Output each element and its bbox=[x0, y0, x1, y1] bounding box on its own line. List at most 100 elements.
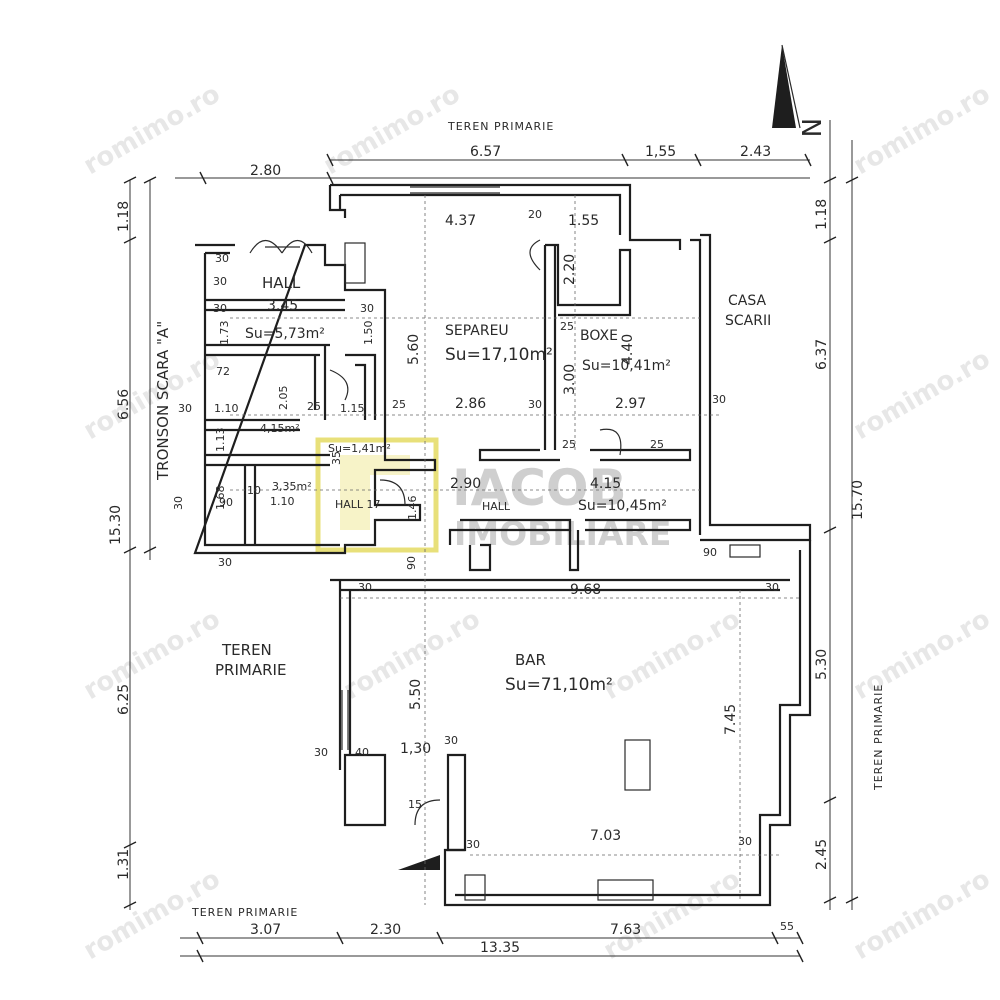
dim-label: 2.86 bbox=[455, 396, 486, 412]
dim-label: 2.45 bbox=[814, 839, 830, 870]
dim-label: 7.03 bbox=[590, 828, 621, 844]
dim-label: 3.00 bbox=[562, 364, 578, 395]
dim-label: 7.63 bbox=[610, 922, 641, 938]
dim-label: 30 bbox=[444, 734, 458, 747]
dim-label: 4.15 bbox=[590, 476, 621, 492]
dim-label: 30 bbox=[178, 402, 192, 415]
dim-label: 3.07 bbox=[250, 922, 281, 938]
watermark-text: romimo.ro bbox=[849, 604, 996, 706]
area-label: PRIMARIE bbox=[215, 661, 286, 679]
watermark-text: romimo.ro bbox=[849, 864, 996, 966]
dim-label: 4.37 bbox=[445, 213, 476, 229]
tronson-label: TRONSON SCARA "A" bbox=[154, 321, 172, 481]
watermark-text: romimo.ro bbox=[599, 604, 746, 706]
watermark-text: romimo.ro bbox=[79, 79, 226, 181]
area-label: TEREN bbox=[221, 641, 272, 659]
dim-label: 30 bbox=[172, 496, 185, 510]
dim-label: 2.20 bbox=[562, 254, 578, 285]
dim-label: 25 bbox=[562, 438, 576, 451]
room-area: Su=10,41m² bbox=[582, 358, 671, 374]
dim-label: 1.10 bbox=[214, 402, 239, 415]
watermark-text: romimo.ro bbox=[319, 79, 466, 181]
dim-label: 30 bbox=[712, 393, 726, 406]
dim-label: 30 bbox=[215, 252, 229, 265]
area-label: TEREN PRIMARIE bbox=[447, 120, 554, 133]
dim-label: 7.45 bbox=[723, 704, 739, 735]
dim-label: 1.18 bbox=[814, 199, 830, 230]
dim-label: 90 bbox=[703, 546, 717, 559]
dim-label: 1.18 bbox=[116, 201, 132, 232]
dim-label: 40 bbox=[355, 746, 369, 759]
dim-label: 5.60 bbox=[406, 334, 422, 365]
dim-label: 15 bbox=[408, 798, 422, 811]
room-name-bar: BAR bbox=[515, 651, 546, 669]
watermark-text: romimo.ro bbox=[79, 604, 226, 706]
dim-label: 30 bbox=[738, 835, 752, 848]
top-dimensions: 2.80 6.57 1,55 2.43 TEREN PRIMARIE bbox=[175, 120, 812, 185]
area-label: TEREN PRIMARIE bbox=[872, 684, 885, 791]
room-area: Su=5,73m² bbox=[245, 326, 325, 342]
room-area: Su=71,10m² bbox=[505, 675, 613, 695]
room-area: Su=17,10m² bbox=[445, 345, 553, 365]
dim-label: 1.50 bbox=[362, 321, 375, 346]
left-dimensions: 1.18 6.56 15.30 6.25 1.31 TRONSON SCARA … bbox=[108, 176, 286, 910]
dim-label: 1.73 bbox=[218, 321, 231, 346]
dim-label: 1.10 bbox=[270, 495, 295, 508]
dim-label: 1.31 bbox=[116, 849, 132, 880]
logo-text: IACOB bbox=[452, 459, 627, 517]
area-label: CASA bbox=[728, 293, 766, 309]
dim-label: 6.56 bbox=[116, 389, 132, 420]
room-area: Su=1,41m² bbox=[328, 442, 391, 455]
watermark-text: romimo.ro bbox=[599, 864, 746, 966]
bottom-dimensions: 3.07 2.30 7.63 55 13.35 TEREN PRIMARIE bbox=[180, 906, 804, 963]
room-name-boxe: BOXE bbox=[580, 328, 618, 344]
dim-label: 72 bbox=[216, 365, 230, 378]
dim-label: 9.68 bbox=[570, 582, 601, 598]
dim-label: 30 bbox=[765, 581, 779, 594]
dim-label: 2.80 bbox=[250, 163, 281, 179]
dim-label: 6.57 bbox=[470, 144, 501, 160]
dim-label: 30 bbox=[213, 275, 227, 288]
dim-label: 30 bbox=[528, 398, 542, 411]
dim-label: 30 bbox=[360, 302, 374, 315]
right-dimensions: 1.18 6.37 15.70 5.30 2.45 TEREN PRIMARIE bbox=[814, 120, 885, 910]
watermark-text: romimo.ro bbox=[849, 79, 996, 181]
dim-label: 13.35 bbox=[480, 940, 520, 956]
room-area: Su=10,45m² bbox=[578, 498, 667, 514]
dim-label: 20 bbox=[528, 208, 542, 221]
dim-label: 1,55 bbox=[645, 144, 676, 160]
dim-label: 3.45 bbox=[267, 298, 298, 314]
dim-label: 90 bbox=[405, 556, 418, 570]
room-name-separeu: SEPAREU bbox=[445, 323, 509, 339]
dim-label: 15.70 bbox=[850, 480, 866, 520]
watermark-text: romimo.ro bbox=[79, 344, 226, 446]
walls bbox=[193, 183, 812, 907]
dim-label: 55 bbox=[780, 920, 794, 933]
dim-label: 2.30 bbox=[370, 922, 401, 938]
dim-label: 6.25 bbox=[116, 684, 132, 715]
watermark-text: romimo.ro bbox=[849, 344, 996, 446]
dim-label: 1.46 bbox=[406, 496, 419, 521]
dim-label: 1.15 bbox=[340, 402, 365, 415]
north-arrow: N bbox=[772, 44, 825, 137]
dim-label: 30 bbox=[358, 581, 372, 594]
area-label: TEREN PRIMARIE bbox=[191, 906, 298, 919]
dim-label: 90 bbox=[219, 496, 233, 509]
dim-label: 6.37 bbox=[814, 339, 830, 370]
room-name-hall: HALL bbox=[262, 274, 301, 292]
dim-label: 30 bbox=[466, 838, 480, 851]
dim-label: 5.30 bbox=[814, 649, 830, 680]
dim-label: 30 bbox=[218, 556, 232, 569]
openings bbox=[230, 186, 800, 905]
dim-label: 1,30 bbox=[400, 741, 431, 757]
agency-logo: IACOB IMOBILIARE bbox=[315, 437, 671, 553]
north-label: N bbox=[795, 118, 825, 137]
dim-label: 15.30 bbox=[108, 505, 124, 545]
dim-label: 2.43 bbox=[740, 144, 771, 160]
dim-label: 4.40 bbox=[620, 334, 636, 365]
dim-label: 25 bbox=[392, 398, 406, 411]
dim-label: 2.90 bbox=[450, 476, 481, 492]
dim-label: 2.05 bbox=[277, 386, 290, 411]
dim-label: 25 bbox=[560, 320, 574, 333]
